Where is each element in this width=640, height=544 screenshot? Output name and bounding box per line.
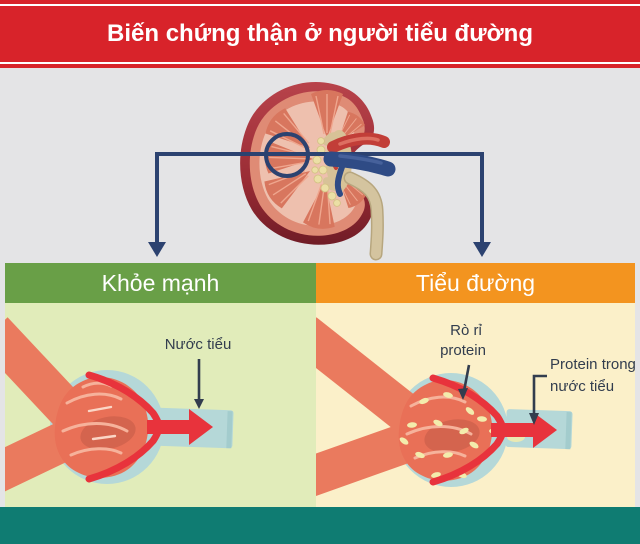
protein-in-urine-arrow <box>529 374 547 425</box>
healthy-illustration: Nước tiểu <box>5 317 234 492</box>
magnifier-circle <box>264 132 310 178</box>
protein-leak-arrow <box>458 364 471 400</box>
urine-label: Nước tiểu <box>165 336 232 353</box>
renal-vessels <box>323 132 396 197</box>
protein-in-urine-label-line1: Protein trong <box>550 356 635 373</box>
healthy-header: Khỏe mạnh <box>5 263 316 303</box>
protein-leak-label-line2: protein <box>440 342 486 359</box>
ureter <box>343 171 384 261</box>
bracket-line <box>155 152 484 244</box>
footer-bar <box>0 507 640 544</box>
glomerulus-healthy <box>5 317 234 492</box>
bracket-arrows <box>148 152 491 257</box>
urine-label-arrow <box>194 359 204 409</box>
diabetes-illustration: Rò rỉ protein Protein trong nước tiểu <box>316 317 635 496</box>
healthy-header-label: Khỏe mạnh <box>101 269 220 296</box>
page-title: Biến chứng thận ở người tiểu đường <box>107 20 533 47</box>
urine-flow-arrow <box>147 409 213 445</box>
protein-in-urine-label-line2: nước tiểu <box>550 378 614 395</box>
title-banner: Biến chứng thận ở người tiểu đường <box>0 0 640 68</box>
diabetes-header: Tiểu đường <box>316 263 635 303</box>
glomerulus-diabetes <box>316 317 573 496</box>
kidney-scene <box>148 81 491 261</box>
renal-vein <box>323 151 396 177</box>
diabetes-panel: Rò rỉ protein Protein trong nước tiểu <box>316 303 635 507</box>
diabetes-header-label: Tiểu đường <box>415 269 536 296</box>
arrowhead-right <box>473 242 491 257</box>
protein-leak-label-line1: Rò rỉ <box>450 322 482 339</box>
healthy-panel: Nước tiểu <box>5 303 316 507</box>
arrowhead-left <box>148 242 166 257</box>
urine-flow-arrow <box>491 412 557 448</box>
